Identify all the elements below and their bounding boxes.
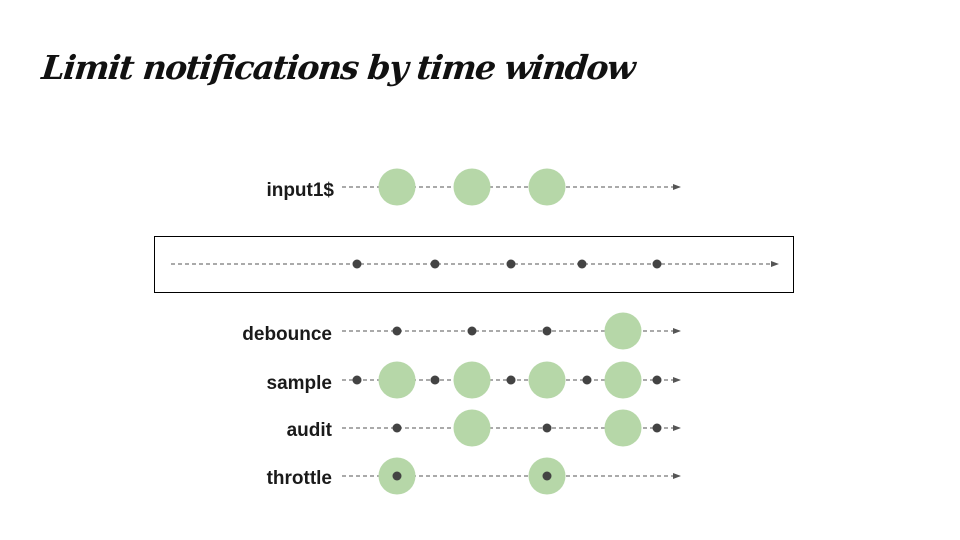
ticks-throttle: [392, 471, 552, 481]
notifier-tick: [542, 423, 552, 433]
row-label-input: input1$: [266, 180, 334, 201]
row-label-sample: sample: [267, 373, 332, 394]
emission-marble: [528, 168, 566, 206]
row-label-throttle: throttle: [267, 468, 332, 489]
ticks-debounce: [392, 326, 552, 336]
row-audit: audit: [287, 409, 681, 447]
row-sample: sample: [267, 361, 681, 399]
ticks-audit: [392, 423, 662, 433]
notifier-tick: [392, 471, 402, 481]
notifier-tick: [652, 423, 662, 433]
row-throttle: throttle: [267, 457, 681, 495]
notifier-tick: [392, 326, 402, 336]
notifier-tick: [430, 375, 440, 385]
notifier-tick: [352, 375, 362, 385]
notifier-tick: [582, 375, 592, 385]
notifier-tick: [352, 259, 362, 269]
notifier-tick: [506, 375, 516, 385]
row-debounce: debounce: [242, 312, 681, 350]
emission-marble: [453, 168, 491, 206]
emission-marble: [528, 361, 566, 399]
emissions-sample: [378, 361, 642, 399]
notifier-tick: [506, 259, 516, 269]
notifier-tick: [577, 259, 587, 269]
emission-marble: [604, 361, 642, 399]
notifier-tick: [652, 375, 662, 385]
notifier-tick: [652, 259, 662, 269]
row-input: input1$: [266, 168, 681, 206]
row-notifier: [154, 236, 794, 293]
emission-marble: [604, 409, 642, 447]
notifier-tick: [430, 259, 440, 269]
ticks-sample: [352, 375, 662, 385]
emission-marble: [453, 361, 491, 399]
notifier-tick: [542, 471, 552, 481]
ticks-notifier: [352, 259, 662, 269]
row-label-audit: audit: [287, 420, 333, 441]
notifier-tick: [542, 326, 552, 336]
emissions-debounce: [604, 312, 642, 350]
emissions-input: [378, 168, 566, 206]
emission-marble: [604, 312, 642, 350]
notifier-box: [154, 236, 794, 293]
emission-marble: [378, 168, 416, 206]
row-label-debounce: debounce: [242, 324, 332, 345]
emission-marble: [378, 361, 416, 399]
emissions-audit: [453, 409, 642, 447]
notifier-tick: [392, 423, 402, 433]
notifier-tick: [467, 326, 477, 336]
emission-marble: [453, 409, 491, 447]
